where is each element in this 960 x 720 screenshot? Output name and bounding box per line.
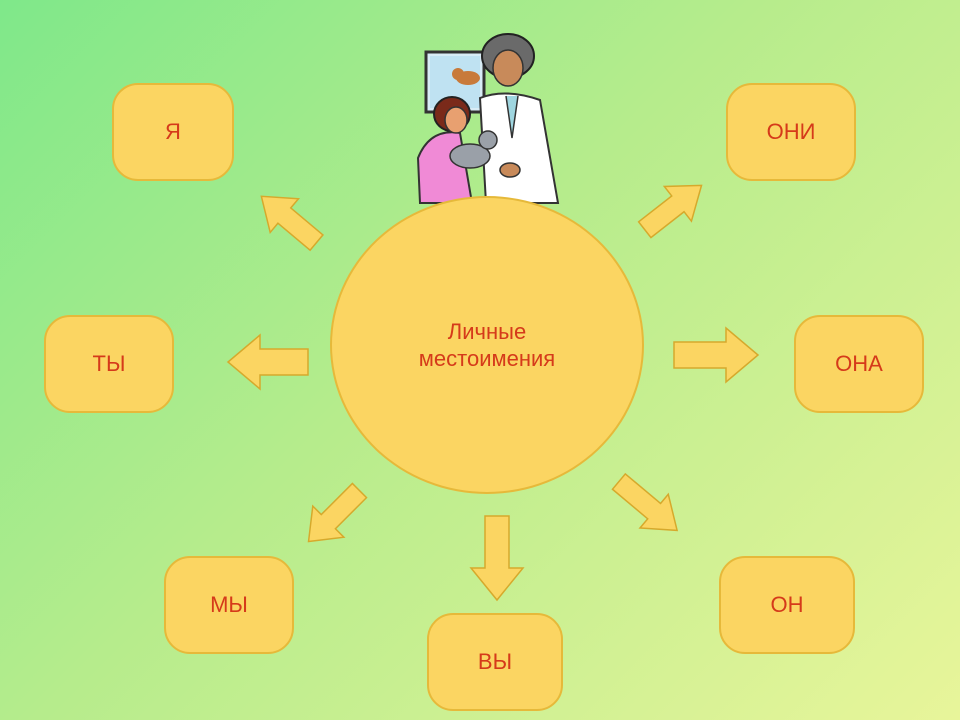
arrow-to-vy — [469, 515, 525, 602]
vet-illustration — [416, 33, 560, 204]
pronoun-box-vy: ВЫ — [427, 613, 563, 711]
arrow-to-ona — [673, 326, 760, 384]
pronoun-label-ya: Я — [165, 119, 181, 144]
center-title-line1: Личные — [447, 319, 527, 344]
pronoun-label-ona: ОНА — [835, 351, 883, 376]
pronoun-label-ty: ТЫ — [92, 351, 126, 376]
pronoun-box-ona: ОНА — [794, 315, 924, 413]
pronoun-label-oni: ОНИ — [766, 119, 816, 144]
arrow-to-ya — [260, 195, 324, 252]
pronoun-box-oni: ОНИ — [726, 83, 856, 181]
arrow-to-my — [307, 482, 368, 543]
pronoun-box-ya: Я — [112, 83, 234, 181]
arrow-to-oni — [637, 184, 703, 239]
arrow-to-ty — [226, 333, 309, 391]
pronoun-label-on: ОН — [770, 592, 804, 617]
pronoun-label-my: МЫ — [210, 592, 248, 617]
center-topic-circle: Личные местоимения — [330, 196, 644, 494]
center-title-line2: местоимения — [418, 346, 556, 371]
pronoun-label-vy: ВЫ — [477, 649, 513, 674]
pronoun-box-on: ОН — [719, 556, 855, 654]
pronoun-box-ty: ТЫ — [44, 315, 174, 413]
pronoun-box-my: МЫ — [164, 556, 294, 654]
arrow-to-on — [611, 472, 679, 532]
